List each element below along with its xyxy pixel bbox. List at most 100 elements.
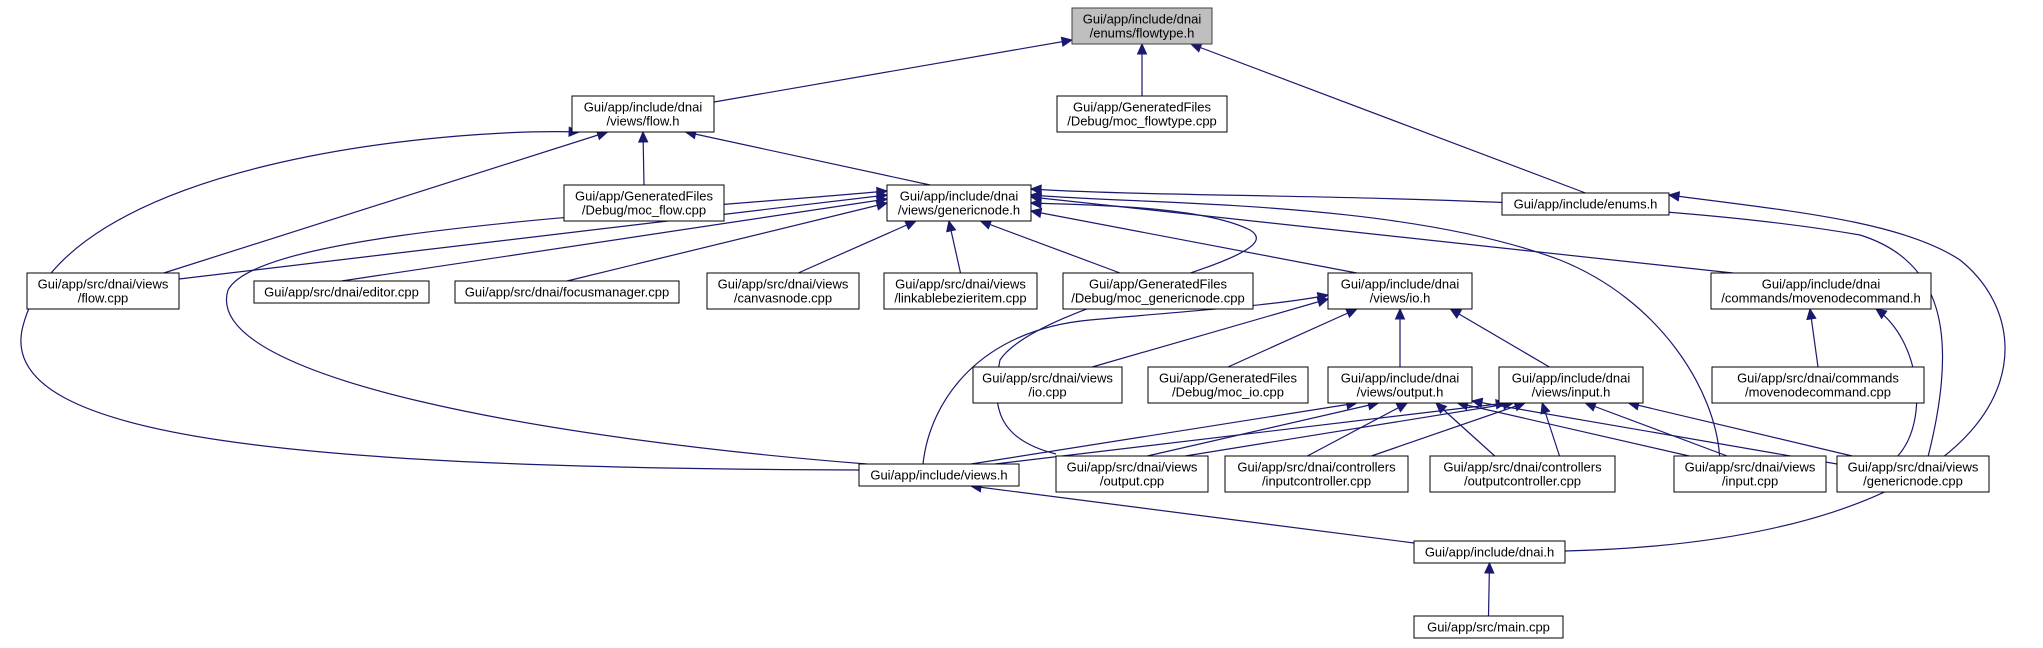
node-input-h[interactable]: Gui/app/include/dnai/views/input.h — [1498, 366, 1644, 404]
node-label-line: /Debug/moc_io.cpp — [1172, 385, 1284, 400]
node-label-line: /flow.cpp — [78, 291, 129, 306]
node-output-h[interactable]: Gui/app/include/dnai/views/output.h — [1327, 366, 1473, 404]
node-label-line: Gui/app/src/dnai/editor.cpp — [264, 285, 419, 300]
node-flow-cpp[interactable]: Gui/app/src/dnai/views/flow.cpp — [26, 272, 180, 310]
node-moc-flowtype[interactable]: Gui/app/GeneratedFiles/Debug/moc_flowtyp… — [1056, 95, 1228, 133]
edge-moc_flowtype-to-flowtype_h — [1136, 42, 1148, 96]
edge-output_h-to-io_h — [1394, 307, 1406, 367]
node-label-line: /commands/movenodecommand.h — [1721, 291, 1920, 306]
node-inputcontroller-cpp[interactable]: Gui/app/src/dnai/controllers/inputcontro… — [1224, 455, 1409, 493]
node-input-cpp[interactable]: Gui/app/src/dnai/views/input.cpp — [1673, 455, 1827, 493]
node-moc-genericnode[interactable]: Gui/app/GeneratedFiles/Debug/moc_generic… — [1062, 272, 1254, 310]
node-label-line: Gui/app/src/dnai/views — [1067, 460, 1198, 475]
node-box — [1056, 95, 1228, 133]
node-outputcontroller-cpp[interactable]: Gui/app/src/dnai/controllers/outputcontr… — [1429, 455, 1616, 493]
edge-line — [1092, 298, 1329, 368]
node-box — [1711, 366, 1925, 404]
edge-outputcontroller_cpp-to-input_h — [1540, 401, 1561, 457]
edge-arrowhead — [875, 200, 889, 211]
node-io-h[interactable]: Gui/app/include/dnai/views/io.h — [1327, 272, 1473, 310]
node-label-line: Gui/app/src/dnai/views — [38, 277, 169, 292]
node-main-cpp[interactable]: Gui/app/src/main.cpp — [1413, 615, 1564, 639]
edge-line — [685, 131, 931, 186]
node-label-line: /input.cpp — [1722, 474, 1778, 489]
node-genericnode-h[interactable]: Gui/app/include/dnai/views/genericnode.h — [886, 184, 1032, 222]
node-box — [571, 95, 715, 133]
edge-line — [922, 294, 1329, 465]
node-box — [1327, 272, 1473, 310]
node-label-line: /output.cpp — [1100, 474, 1164, 489]
edge-arrowhead — [1435, 402, 1448, 414]
edge-arrowhead — [1395, 402, 1409, 413]
node-moc-flow[interactable]: Gui/app/GeneratedFiles/Debug/moc_flow.cp… — [563, 184, 725, 222]
edge-line — [980, 220, 1121, 274]
node-label-line: Gui/app/include/dnai — [1762, 277, 1881, 292]
edge-line — [1185, 402, 1514, 457]
edge-line — [1307, 402, 1408, 457]
edge-arrowhead — [1875, 308, 1888, 320]
node-box — [1147, 366, 1309, 404]
node-dnai-h[interactable]: Gui/app/include/dnai.h — [1413, 540, 1566, 564]
edge-genericnode_cpp-to-genericnode_h — [1029, 184, 1944, 457]
node-focusmanager-cpp[interactable]: Gui/app/src/dnai/focusmanager.cpp — [454, 280, 680, 304]
edge-views_h-to-io_h — [922, 291, 1330, 465]
edge-arrowhead — [1316, 291, 1330, 303]
edge-line — [20, 131, 860, 471]
edge-arrowhead — [1029, 207, 1043, 219]
node-flow-h[interactable]: Gui/app/include/dnai/views/flow.h — [571, 95, 715, 133]
node-label-line: /Debug/moc_flowtype.cpp — [1067, 114, 1217, 129]
node-label-line: Gui/app/src/main.cpp — [1427, 620, 1550, 635]
node-flowtype-h[interactable]: Gui/app/include/dnai/enums/flowtype.h — [1071, 7, 1213, 45]
edge-line — [994, 402, 1507, 465]
node-output-cpp[interactable]: Gui/app/src/dnai/views/output.cpp — [1055, 455, 1209, 493]
node-label-line: Gui/app/GeneratedFiles — [1089, 277, 1228, 292]
node-canvasnode-cpp[interactable]: Gui/app/src/dnai/views/canvasnode.cpp — [706, 272, 860, 310]
node-moc-io[interactable]: Gui/app/GeneratedFiles/Debug/moc_io.cpp — [1147, 366, 1309, 404]
edge-canvasnode_cpp-to-genericnode_h — [797, 220, 917, 274]
edge-line — [1585, 402, 1728, 457]
node-genericnode-cpp[interactable]: Gui/app/src/dnai/views/genericnode.cpp — [1836, 455, 1990, 493]
node-box — [1501, 192, 1670, 216]
edge-arrowhead — [1345, 308, 1358, 319]
node-movenodecommand-cpp[interactable]: Gui/app/src/dnai/commands/movenodecomman… — [1711, 366, 1925, 404]
node-box — [1327, 366, 1473, 404]
node-box — [1413, 615, 1564, 639]
edge-inputcontroller_cpp-to-output_h — [1307, 402, 1409, 457]
node-box — [1710, 272, 1932, 310]
edge-linkable_cpp-to-genericnode_h — [946, 219, 962, 274]
edge-line — [1030, 196, 1734, 274]
node-label-line: Gui/app/src/dnai/views — [895, 277, 1026, 292]
node-label-line: Gui/app/src/dnai/focusmanager.cpp — [465, 285, 670, 300]
edge-arrowhead — [1667, 191, 1681, 202]
edge-line — [1030, 194, 1721, 457]
node-label-line: /enums/flowtype.h — [1090, 26, 1195, 41]
node-box — [883, 272, 1038, 310]
node-movenodecommand-h[interactable]: Gui/app/include/dnai/commands/movenodeco… — [1710, 272, 1932, 310]
node-enums-h[interactable]: Gui/app/include/enums.h — [1501, 192, 1670, 216]
edge-input_h-to-io_h — [1449, 308, 1550, 368]
node-io-cpp[interactable]: Gui/app/src/dnai/views/io.cpp — [972, 366, 1123, 404]
edge-line — [970, 485, 1415, 544]
node-label-line: /views/io.h — [1370, 291, 1431, 306]
node-label-line: Gui/app/src/dnai/commands — [1737, 371, 1899, 386]
node-label-line: /canvasnode.cpp — [734, 291, 832, 306]
edge-line — [1147, 402, 1379, 457]
edge-genericnode_cpp-to-output_h — [1470, 397, 1838, 465]
edge-views_h-to-genericnode_h — [225, 186, 889, 465]
edge-flow_h-to-flowtype_h — [713, 36, 1074, 103]
node-label-line: /views/genericnode.h — [898, 203, 1020, 218]
node-label-line: Gui/app/include/dnai.h — [1425, 545, 1554, 560]
node-editor-cpp[interactable]: Gui/app/src/dnai/editor.cpp — [253, 280, 430, 304]
node-label-line: Gui/app/include/dnai — [1341, 371, 1460, 386]
edge-arrowhead — [1189, 42, 1203, 53]
node-label-line: Gui/app/include/enums.h — [1514, 197, 1658, 212]
node-linkable-cpp[interactable]: Gui/app/src/dnai/views/linkablebezierite… — [883, 272, 1038, 310]
edge-arrowhead — [1540, 401, 1551, 415]
node-views-h[interactable]: Gui/app/include/views.h — [858, 463, 1020, 487]
node-box — [1055, 455, 1209, 493]
edge-line — [1628, 402, 1853, 457]
edge-arrowhead — [1584, 401, 1598, 412]
node-box — [706, 272, 860, 310]
node-box — [1224, 455, 1409, 493]
edge-moc_flow-to-flow_h — [637, 130, 649, 186]
